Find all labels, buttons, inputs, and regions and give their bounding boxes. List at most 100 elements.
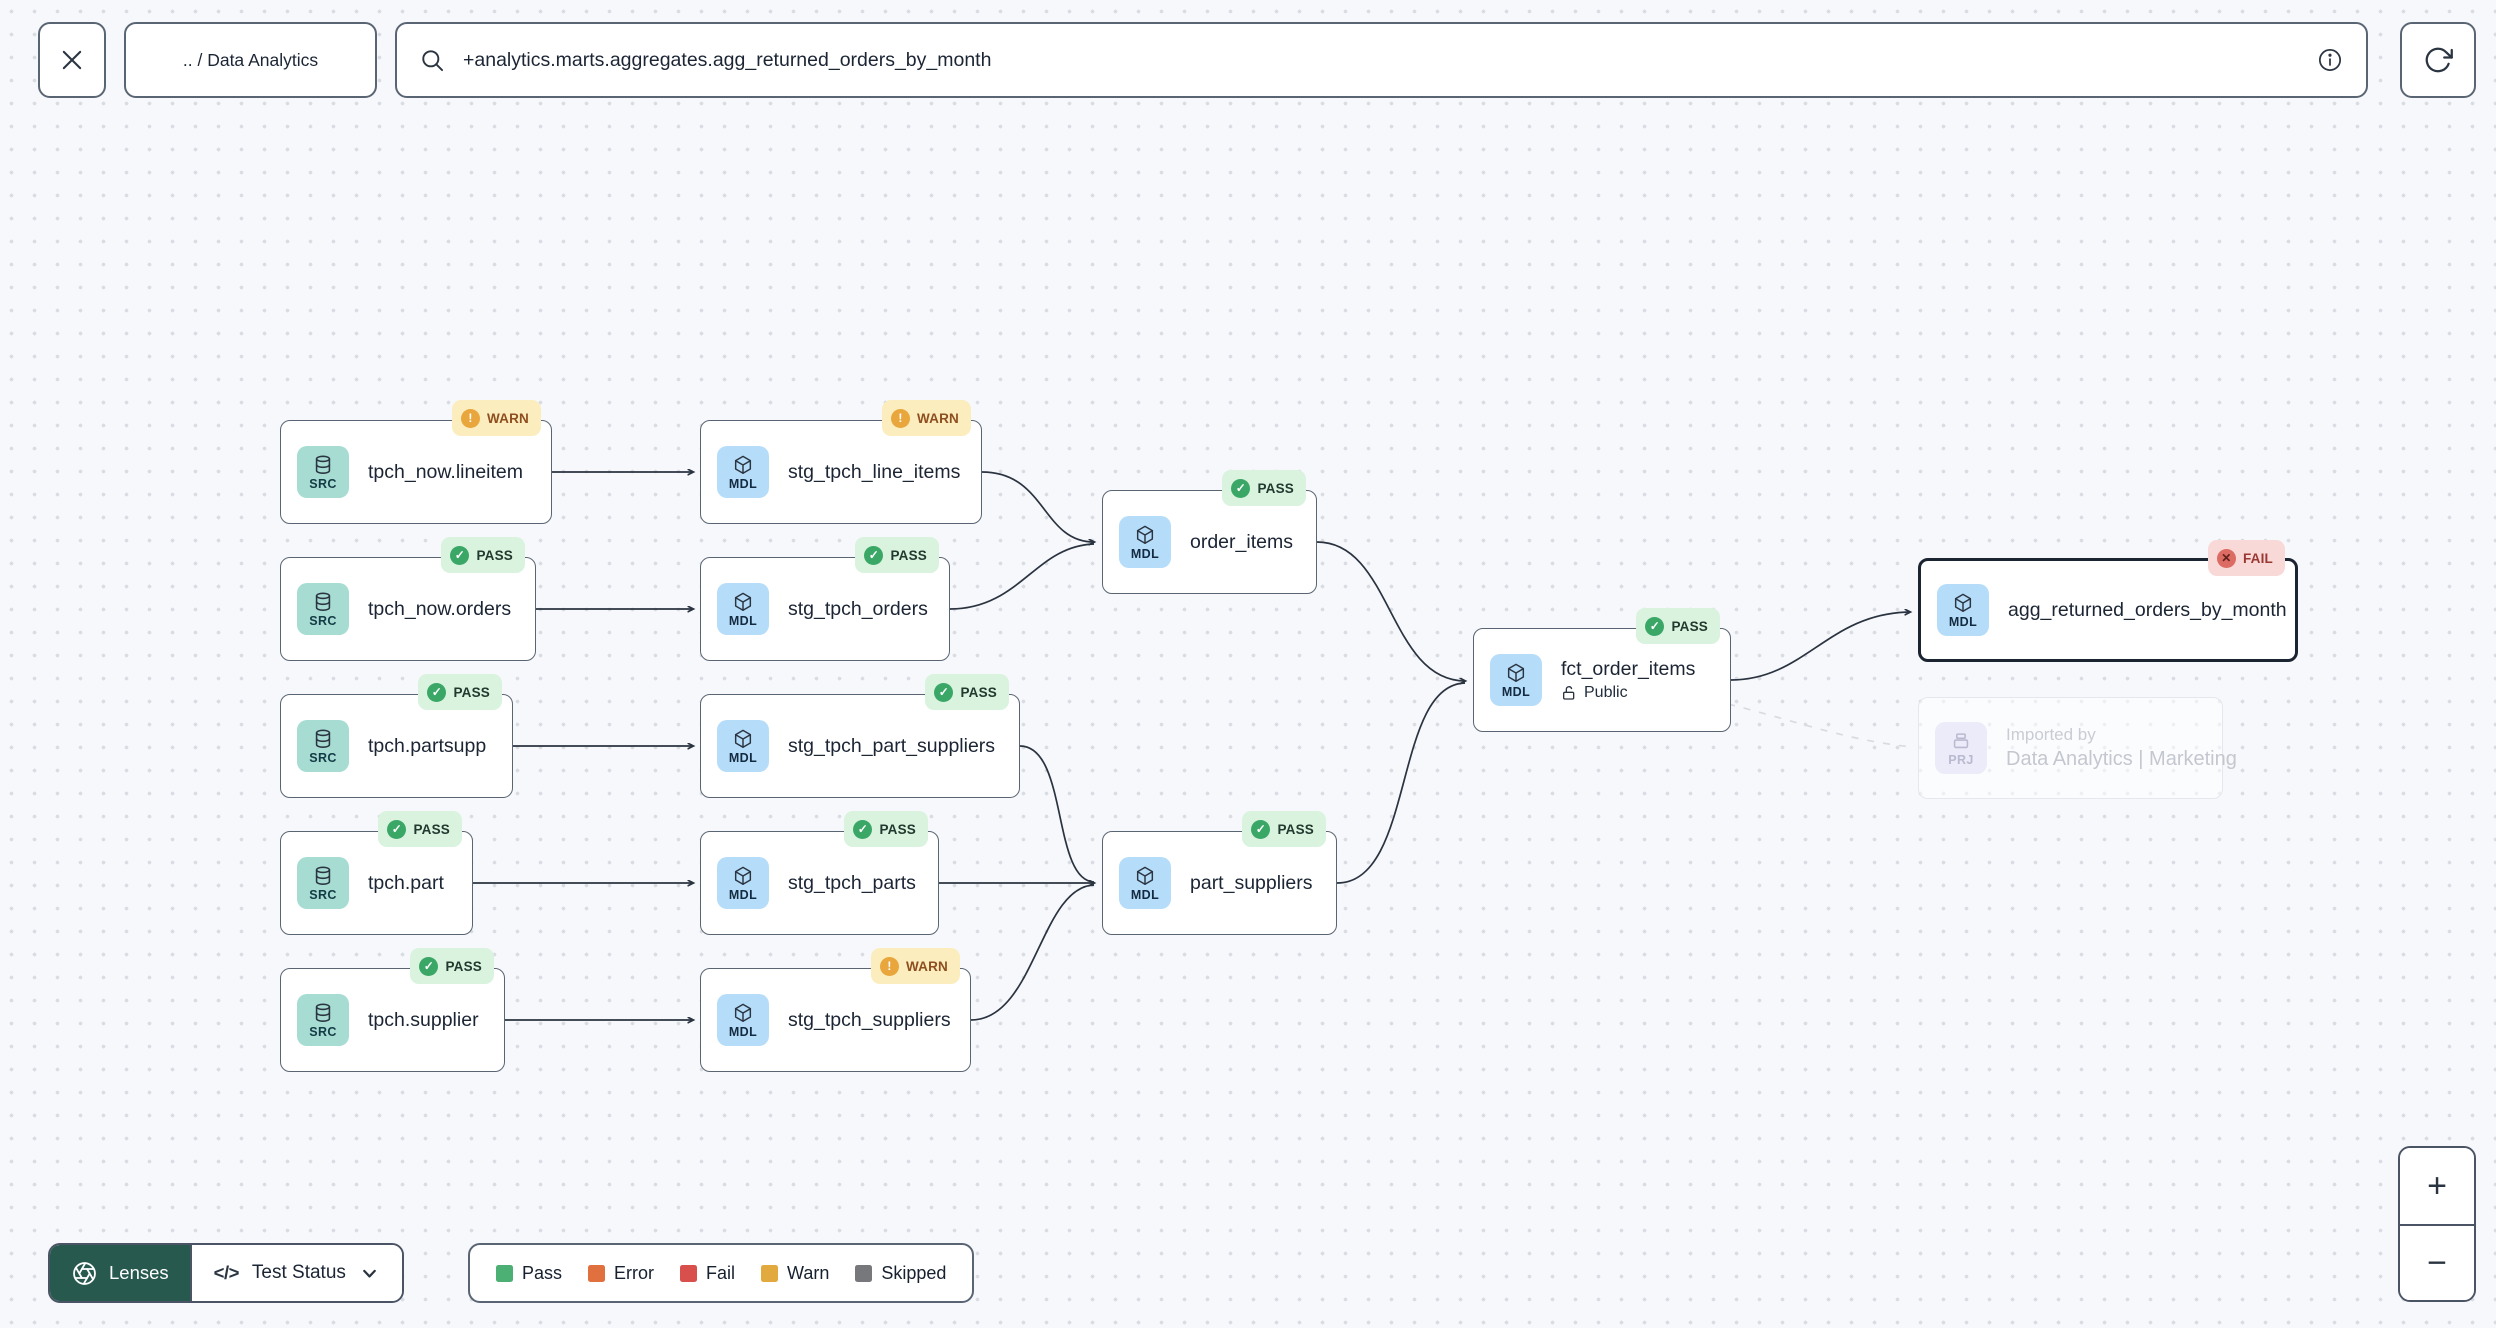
badge-label: WARN: [916, 410, 959, 426]
tile-label: SRC: [309, 887, 337, 902]
graph-node-tpch-partsupp[interactable]: ✓ PASS SRC tpch.partsupp: [280, 674, 513, 798]
warn-icon: !: [879, 956, 899, 976]
badge-label: WARN: [486, 410, 529, 426]
graph-node-stg_tpch_parts[interactable]: ✓ PASS MDL stg_tpch_parts: [700, 811, 939, 935]
lenses-button[interactable]: Lenses: [50, 1245, 190, 1301]
source-type-icon: SRC: [297, 857, 349, 909]
breadcrumb-label: .. / Data Analytics: [182, 49, 319, 70]
archive-icon: [1953, 732, 1969, 748]
tile-label: MDL: [1130, 887, 1160, 902]
source-type-icon: SRC: [297, 446, 349, 498]
badge-label: FAIL: [2242, 550, 2273, 566]
tile-label: SRC: [309, 1024, 337, 1039]
search-icon: [422, 49, 444, 71]
info-icon: [2318, 48, 2342, 72]
badge-label: PASS: [960, 684, 997, 700]
search-bar[interactable]: [395, 22, 2368, 98]
graph-node-tpch-part[interactable]: ✓ PASS SRC tpch.part: [280, 811, 473, 935]
fail-icon: ✕: [2216, 548, 2236, 568]
cube-icon: [1507, 663, 1525, 682]
graph-node-order_items[interactable]: ✓ PASS MDL order_items: [1102, 470, 1317, 594]
edge: [1727, 703, 1913, 748]
database-icon: [315, 866, 331, 885]
model-type-icon: MDL: [1490, 654, 1542, 706]
badge-label: PASS: [445, 958, 482, 974]
source-type-icon: SRC: [297, 720, 349, 772]
check-icon: ✓: [934, 682, 954, 702]
node-label: stg_tpch_part_suppliers: [788, 734, 996, 757]
cube-icon: [1136, 866, 1154, 885]
check-icon: ✓: [419, 956, 439, 976]
legend-item-skipped: Skipped: [855, 1263, 946, 1284]
info-button[interactable]: [2316, 46, 2344, 74]
code-icon: </>: [213, 1262, 240, 1283]
node-label: tpch.part: [368, 871, 444, 894]
badge-label: PASS: [1671, 618, 1708, 634]
node-label: tpch.partsupp: [368, 734, 487, 757]
graph-node-stg_tpch_line_items[interactable]: ! WARN MDL stg_tpch_line_items: [700, 400, 982, 524]
unlock-icon: [1563, 686, 1575, 700]
access-label: Public: [1584, 684, 1628, 701]
cube-icon: [734, 866, 752, 885]
cube-icon: [734, 1003, 752, 1022]
graph-node-tpch-supplier[interactable]: ✓ PASS SRC tpch.supplier: [280, 948, 505, 1072]
breadcrumb[interactable]: .. / Data Analytics: [124, 22, 377, 98]
graph-node-fct_order_items[interactable]: ✓ PASS MDL fct_order_items Public: [1473, 608, 1731, 732]
node-label: fct_order_items: [1561, 658, 1696, 680]
close-button[interactable]: [38, 22, 106, 98]
edge: [981, 471, 1094, 542]
access-row: Public: [1561, 684, 1695, 702]
graph-node-stg_tpch_suppliers[interactable]: ! WARN MDL stg_tpch_suppliers: [700, 948, 971, 1072]
database-icon: [315, 455, 331, 474]
tile-label: MDL: [1948, 614, 1978, 629]
graph-node-part_suppliers[interactable]: ✓ PASS MDL part_suppliers: [1102, 811, 1337, 935]
check-icon: ✓: [1231, 478, 1251, 498]
badge-label: PASS: [476, 547, 513, 563]
graph-node-agg_returned_orders_by_month[interactable]: ✕ FAIL MDL agg_returned_orders_by_month: [1918, 540, 2298, 662]
graph-node-stg_tpch_orders[interactable]: ✓ PASS MDL stg_tpch_orders: [700, 537, 950, 661]
model-type-icon: MDL: [717, 446, 769, 498]
graph-node-imported-by-project[interactable]: PRJ Imported by Data Analytics | Marketi…: [1918, 697, 2237, 799]
zoom-out-button[interactable]: −: [2400, 1224, 2474, 1300]
check-icon: ✓: [1251, 819, 1271, 839]
graph-node-stg_tpch_part_suppliers[interactable]: ✓ PASS MDL stg_tpch_part_suppliers: [700, 674, 1020, 798]
node-label: stg_tpch_parts: [788, 871, 916, 894]
node-label: part_suppliers: [1190, 871, 1313, 894]
warn-icon: !: [890, 408, 910, 428]
status-badge: ✓ PASS: [855, 537, 939, 573]
refresh-icon: [2425, 47, 2453, 73]
lens-selector-label: Test Status: [251, 1262, 346, 1283]
status-badge: ✓ PASS: [1242, 811, 1326, 847]
status-badge: ✓ PASS: [1222, 470, 1306, 506]
edge: [1336, 682, 1466, 884]
zoom-in-button[interactable]: +: [2400, 1148, 2474, 1224]
model-type-icon: MDL: [1937, 584, 1989, 636]
tile-label: MDL: [728, 1024, 758, 1039]
refresh-button[interactable]: [2400, 22, 2476, 98]
model-type-icon: MDL: [717, 994, 769, 1046]
imported-by-project-name: Data Analytics | Marketing: [2006, 748, 2237, 770]
tile-label: MDL: [728, 476, 758, 491]
graph-node-tpch_now-lineitem[interactable]: ! WARN SRC tpch_now.lineitem: [280, 400, 552, 524]
check-icon: ✓: [1645, 616, 1665, 636]
lens-selector[interactable]: </> Test Status: [189, 1245, 402, 1301]
model-type-icon: MDL: [717, 720, 769, 772]
search-input[interactable]: [461, 47, 2301, 73]
check-icon: ✓: [427, 682, 447, 702]
skipped-swatch: [855, 1264, 873, 1282]
status-badge: ✓ PASS: [418, 674, 502, 710]
pass-swatch: [496, 1264, 513, 1282]
graph-node-tpch_now-orders[interactable]: ✓ PASS SRC tpch_now.orders: [280, 537, 536, 661]
node-label: agg_returned_orders_by_month: [2008, 598, 2287, 621]
edge: [1730, 612, 1910, 681]
status-badge: ! WARN: [451, 400, 541, 436]
node-label: stg_tpch_orders: [788, 597, 928, 620]
source-type-icon: SRC: [297, 583, 349, 635]
badge-label: PASS: [413, 821, 450, 837]
edge: [949, 543, 1095, 610]
tile-label: MDL: [728, 613, 758, 628]
badge-label: PASS: [453, 684, 490, 700]
badge-label: PASS: [890, 547, 927, 563]
database-icon: [315, 592, 331, 611]
status-badge: ✓ PASS: [378, 811, 462, 847]
